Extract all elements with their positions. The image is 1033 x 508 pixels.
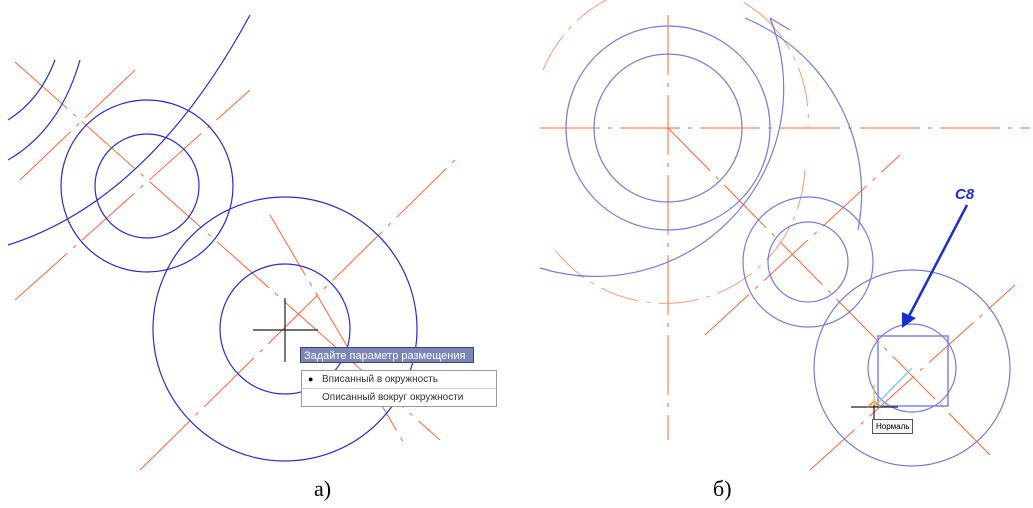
axis-line <box>667 127 991 456</box>
arrow-shaft <box>906 204 969 319</box>
circle <box>94 133 200 239</box>
snap-tooltip: Нормаль <box>872 419 914 434</box>
arc <box>764 17 809 129</box>
axis-lines-b <box>540 15 1030 471</box>
callout-arrow <box>902 204 969 328</box>
circle <box>219 263 351 395</box>
panel-a-drawing <box>7 14 461 471</box>
placement-options-menu: ● Вписанный в окружность Описанный вокруг… <box>301 370 497 407</box>
arc <box>7 59 81 161</box>
axis-line <box>704 154 901 336</box>
arc <box>542 0 766 71</box>
callout-label: C8 <box>955 186 975 203</box>
panel-caption-b: б) <box>713 476 732 501</box>
crosshair-cursor-a <box>253 298 318 362</box>
inscribed-square <box>877 335 949 407</box>
panel-b-drawing <box>539 0 1030 471</box>
dashed-arcs-b <box>542 0 809 304</box>
circle <box>593 53 743 203</box>
circle <box>60 99 234 273</box>
arc <box>7 14 251 246</box>
axis-line <box>19 69 136 181</box>
selected-bullet-icon: ● <box>308 374 314 384</box>
option-label: Описанный вокруг окружности <box>322 392 464 403</box>
axis-line <box>139 154 461 471</box>
axis-lines-a <box>14 61 461 471</box>
arc <box>554 164 806 304</box>
circle <box>813 269 1011 467</box>
option-circumscribed[interactable]: Описанный вокруг окружности <box>302 388 496 406</box>
axis-line <box>809 284 1016 471</box>
option-label: Вписанный в окружность <box>322 374 438 385</box>
circle <box>565 25 771 231</box>
placement-prompt-title: Задайте параметр размещения <box>300 347 474 363</box>
arrow-head <box>902 312 916 328</box>
circle <box>152 196 418 462</box>
circle <box>767 221 849 303</box>
option-inscribed[interactable]: ● Вписанный в окружность <box>302 371 496 388</box>
circle <box>742 196 874 328</box>
outer-arc <box>539 17 863 278</box>
axis-line <box>14 89 251 301</box>
circles-a <box>60 99 418 462</box>
arcs-a <box>7 14 251 246</box>
circles-b <box>565 25 1011 467</box>
panel-caption-a: а) <box>314 476 332 501</box>
arc <box>7 59 56 121</box>
phantom-radius <box>873 367 913 408</box>
circle <box>867 323 957 413</box>
